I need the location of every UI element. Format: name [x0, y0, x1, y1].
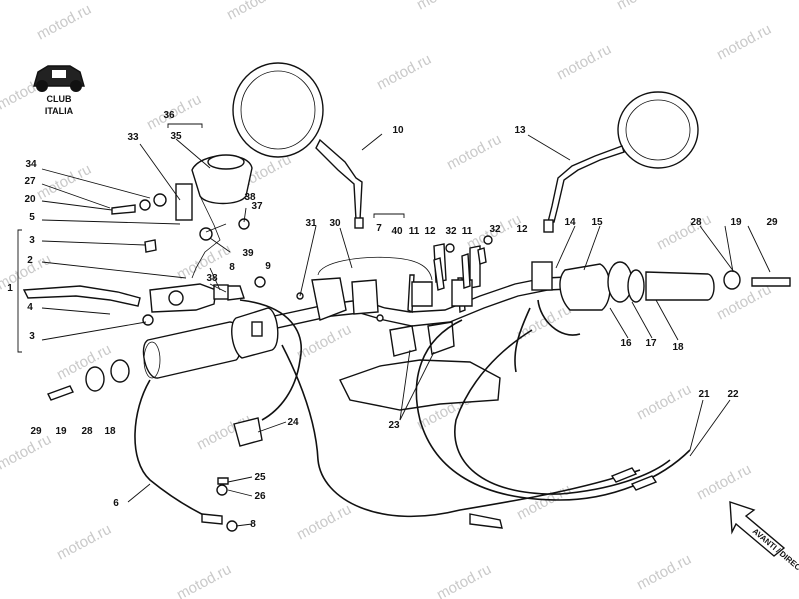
- brake-lever-and-master-cylinder: [22, 154, 266, 326]
- part-label-1: 1: [7, 283, 13, 294]
- watermark-text: motod.ru: [0, 431, 54, 474]
- watermark-text: motod.ru: [634, 381, 694, 424]
- watermark-text: motod.ru: [434, 561, 494, 599]
- part-label-9: 9: [265, 261, 271, 272]
- part-label-19: 19: [55, 426, 67, 437]
- part-label-19: 19: [730, 217, 742, 228]
- part-label-32: 32: [445, 226, 457, 237]
- part-label-38: 38: [206, 273, 218, 284]
- part-label-24: 24: [287, 417, 299, 428]
- watermark-text: motod.ru: [54, 521, 114, 564]
- part-label-18: 18: [104, 426, 116, 437]
- logo-line1: CLUB: [47, 94, 72, 104]
- watermark-text: motod.ru: [414, 0, 474, 14]
- part-label-37: 37: [251, 201, 263, 212]
- part-label-18: 18: [672, 342, 684, 353]
- part-label-23: 23: [388, 420, 400, 431]
- part-label-2: 2: [27, 255, 33, 266]
- part-label-34: 34: [25, 159, 37, 170]
- part-label-29: 29: [766, 217, 778, 228]
- watermark-text: motod.ru: [654, 211, 714, 254]
- watermark-text: motod.ru: [34, 1, 94, 44]
- watermark-text: motod.ru: [714, 21, 774, 64]
- watermark-text: motod.ru: [634, 551, 694, 594]
- part-label-4: 4: [27, 302, 33, 313]
- watermark-text: motod.ru: [444, 131, 504, 174]
- left-switch-and-grip: [47, 307, 279, 401]
- part-label-36: 36: [163, 110, 175, 121]
- part-label-3: 3: [29, 331, 35, 342]
- part-label-29: 29: [30, 426, 42, 437]
- watermark-text: motod.ru: [54, 341, 114, 384]
- watermark-text: motod.ru: [374, 51, 434, 94]
- part-label-8: 8: [229, 262, 235, 273]
- part-label-7: 7: [376, 223, 382, 234]
- handlebar-clamps: [311, 277, 501, 411]
- part-label-28: 28: [81, 426, 93, 437]
- part-label-17: 17: [645, 338, 657, 349]
- watermark-text: motod.ru: [174, 241, 234, 284]
- part-label-33: 33: [127, 132, 139, 143]
- part-label-30: 30: [329, 218, 341, 229]
- part-label-3: 3: [29, 235, 35, 246]
- part-label-26: 26: [254, 491, 266, 502]
- watermark-text: motod.ru: [554, 41, 614, 84]
- watermark-text: motod.ru: [714, 281, 774, 324]
- part-label-22: 22: [727, 389, 739, 400]
- part-label-39: 39: [242, 248, 254, 259]
- part-label-28: 28: [690, 217, 702, 228]
- cables: [134, 299, 691, 532]
- part-label-15: 15: [591, 217, 603, 228]
- part-label-13: 13: [514, 125, 526, 136]
- watermark-text: motod.ru: [514, 301, 574, 344]
- part-label-32: 32: [489, 224, 501, 235]
- part-label-6: 6: [113, 498, 119, 509]
- direction-arrow: AVANTI / DIRECTION: [729, 501, 799, 585]
- part-label-12: 12: [516, 224, 528, 235]
- part-label-8: 8: [250, 519, 256, 530]
- watermark-text: motod.ru: [34, 161, 94, 204]
- watermark-text: motod.ru: [294, 321, 354, 364]
- right-mirror: [543, 91, 699, 233]
- part-label-16: 16: [620, 338, 632, 349]
- part-label-35: 35: [170, 131, 182, 142]
- club-italia-logo: CLUB ITALIA: [33, 65, 85, 116]
- part-label-20: 20: [24, 194, 36, 205]
- part-label-12: 12: [424, 226, 436, 237]
- part-label-11: 11: [462, 226, 473, 237]
- fasteners: [296, 235, 493, 322]
- throttle-and-right-grip: [433, 243, 791, 311]
- part-label-38: 38: [244, 192, 256, 203]
- watermark-text: motod.ru: [294, 501, 354, 544]
- leader-lines: [17, 123, 771, 527]
- watermark-text: motod.ru: [514, 481, 574, 524]
- part-label-21: 21: [698, 389, 710, 400]
- part-label-5: 5: [29, 212, 35, 223]
- watermark-text: motod.ru: [174, 561, 234, 599]
- part-label-31: 31: [305, 218, 317, 229]
- watermark-text: motod.ru: [224, 0, 284, 24]
- part-label-25: 25: [254, 472, 266, 483]
- watermark-text: motod.ru: [614, 0, 674, 14]
- part-label-27: 27: [24, 176, 36, 187]
- logo-line2: ITALIA: [45, 106, 74, 116]
- part-label-10: 10: [392, 125, 404, 136]
- watermark-text: motod.ru: [694, 461, 754, 504]
- left-mirror: [232, 62, 364, 229]
- part-label-40: 40: [391, 226, 403, 237]
- part-label-14: 14: [564, 217, 576, 228]
- part-label-11: 11: [409, 226, 420, 237]
